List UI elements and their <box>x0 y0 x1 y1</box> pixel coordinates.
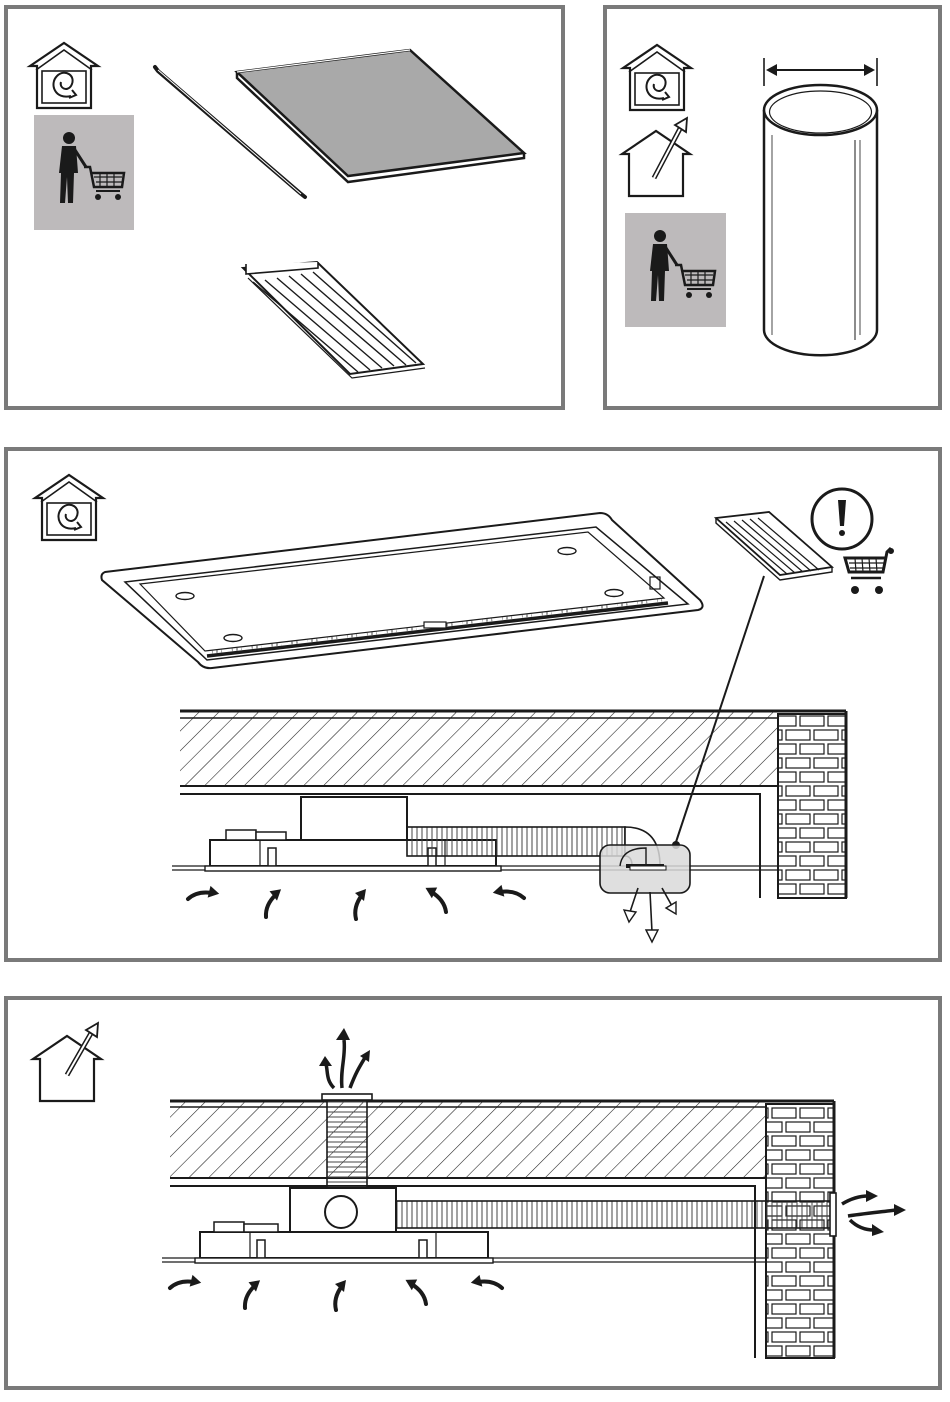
warning-exclamation-icon <box>812 489 872 549</box>
ceiling-slab <box>170 1101 834 1178</box>
duct-tube <box>764 58 877 355</box>
shopper-with-cart-icon <box>625 213 726 327</box>
shopper-with-cart-icon <box>34 115 134 230</box>
recirculation-filter-box <box>600 845 690 893</box>
ceiling-slab <box>180 711 846 786</box>
brick-wall <box>766 1101 834 1358</box>
panel-ducted-install <box>6 998 940 1388</box>
brick-wall <box>778 711 846 898</box>
panel-duct-accessory <box>605 7 940 408</box>
panel-accessories-recirculation <box>6 7 563 408</box>
vertical-duct-through-ceiling <box>322 1094 372 1188</box>
panel-recirculation-install <box>6 449 940 960</box>
